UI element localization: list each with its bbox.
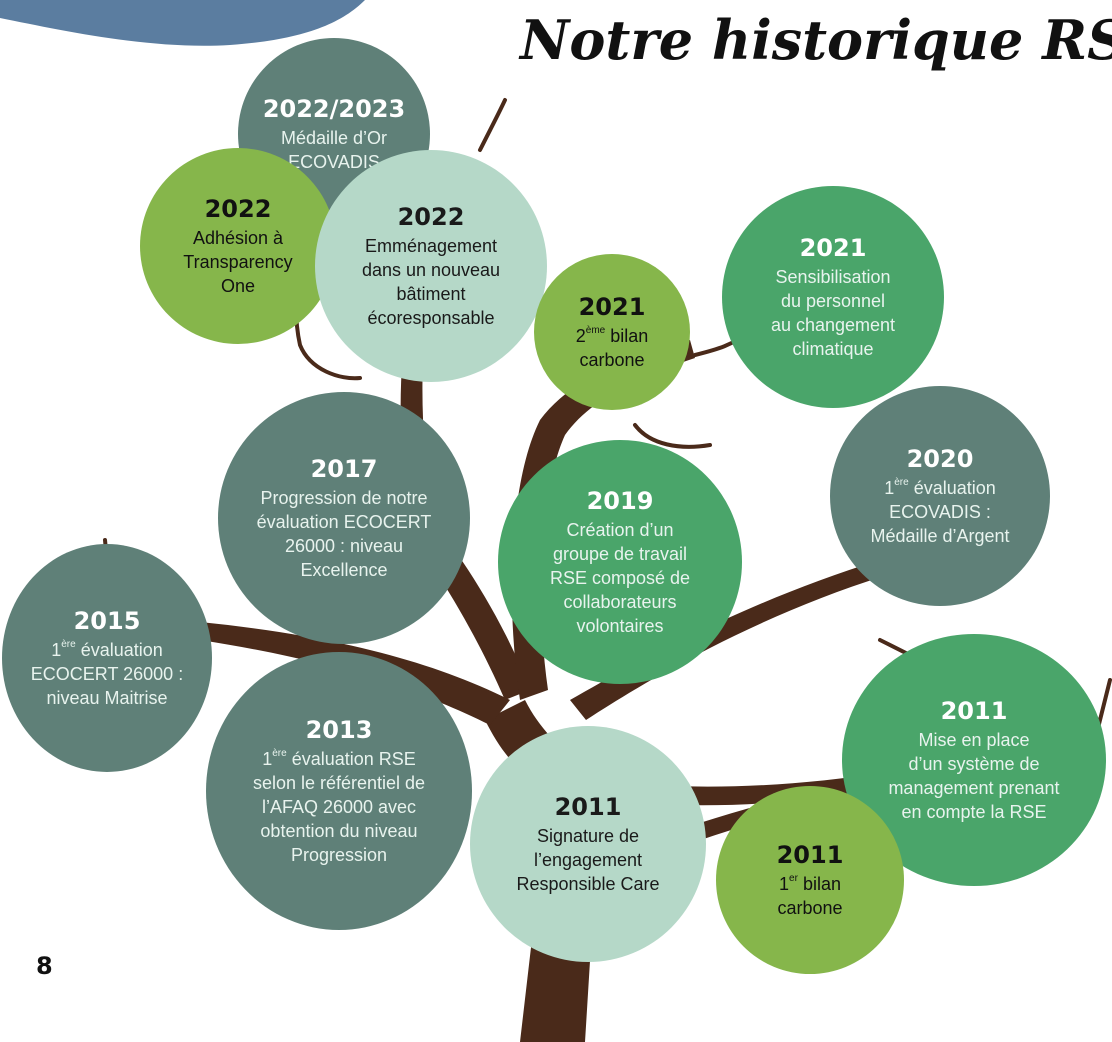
milestone-2021-second-carbon-footprint: 2021 2ème bilan carbone <box>534 254 690 410</box>
milestone-text-line: d’un système de <box>908 754 1040 774</box>
milestone-text-line: One <box>220 276 256 296</box>
ordinal-suffix: ère <box>61 639 76 650</box>
milestone-year: 2020 <box>906 445 974 473</box>
ordinal-number: 1 <box>51 640 62 660</box>
milestone-text-fragment: bilan <box>797 874 841 894</box>
milestone-text-fragment: bilan <box>605 326 649 346</box>
milestone-year: 2021 <box>578 293 646 321</box>
milestone-text-line: du personnel <box>780 291 886 311</box>
milestone-text-line: Création d’un <box>566 520 674 540</box>
milestone-text-line: Progression de notre <box>260 488 428 508</box>
milestone-text-line: Signature de <box>536 826 640 846</box>
milestone-text-line: bâtiment <box>396 284 466 304</box>
milestone-2011-responsible-care: 2011 Signature de l’engagement Responsib… <box>470 726 706 962</box>
ordinal-number: 1 <box>779 874 790 894</box>
tree-twigs <box>103 98 1112 742</box>
milestone-text-line: volontaires <box>576 616 664 636</box>
milestone-text-line: Progression <box>290 845 388 865</box>
milestone-text-line: au changement <box>770 315 896 335</box>
milestone-2017-ecocert-excellence: 2017 Progression de notre évaluation ECO… <box>218 392 470 644</box>
ordinal-suffix: ère <box>272 748 287 759</box>
milestone-text-line: Responsible Care <box>516 874 660 894</box>
milestone-2011-first-carbon-footprint: 2011 1er bilan carbone <box>716 786 904 974</box>
milestone-2022-new-building: 2022 Emménagement dans un nouveau bâtime… <box>315 150 547 382</box>
milestone-2013-afaq-progression: 2013 1ère évaluation RSE selon le référe… <box>206 652 472 930</box>
milestone-text-line: Sensibilisation <box>775 267 891 287</box>
milestone-text-line: Adhésion à <box>192 228 284 248</box>
milestone-text-line: Médaille d’Argent <box>870 526 1010 546</box>
milestone-text-line: l’engagement <box>533 850 643 870</box>
milestone-year: 2021 <box>799 234 867 262</box>
ordinal-suffix: er <box>789 873 798 884</box>
milestone-text-line: Mise en place <box>918 730 1030 750</box>
milestone-year: 2022 <box>204 195 272 223</box>
milestone-text-line: 1ère évaluation RSE <box>262 747 416 771</box>
milestone-2020-ecovadis-silver: 2020 1ère évaluation ECOVADIS : Médaille… <box>830 386 1050 606</box>
milestone-text-line: carbone <box>777 898 843 918</box>
milestone-text-line: carbone <box>579 350 645 370</box>
ordinal-suffix: ème <box>585 325 606 336</box>
milestone-text-line: climatique <box>792 339 874 359</box>
milestone-text-line: groupe de travail <box>552 544 688 564</box>
milestone-text-line: RSE composé de <box>549 568 691 588</box>
milestone-text-line: Transparency <box>183 252 293 272</box>
milestone-text-line: ECOCERT 26000 : <box>30 664 184 684</box>
milestone-text-line: ECOVADIS <box>288 152 380 172</box>
milestone-text-line: selon le référentiel de <box>252 773 426 793</box>
milestone-text-line: en compte la RSE <box>901 802 1047 822</box>
milestone-text-line: écoresponsable <box>367 308 495 328</box>
milestone-year: 2011 <box>776 841 844 869</box>
ordinal-number: 1 <box>884 478 895 498</box>
milestone-year: 2019 <box>586 487 654 515</box>
page-number: 8 <box>36 952 53 980</box>
branch-center-up <box>511 340 695 700</box>
milestone-text-line: 1er bilan <box>779 872 841 896</box>
milestone-text-line: 1ère évaluation <box>884 476 996 500</box>
milestone-year: 2011 <box>554 793 622 821</box>
milestone-year: 2017 <box>310 455 378 483</box>
milestone-2015-ecocert-maitrise: 2015 1ère évaluation ECOCERT 26000 : niv… <box>2 544 212 772</box>
milestone-text-line: niveau Maitrise <box>46 688 168 708</box>
milestone-text-line: l’AFAQ 26000 avec <box>261 797 417 817</box>
milestone-2022-transparency-one: 2022 Adhésion à Transparency One <box>140 148 336 344</box>
milestone-text-line: 1ère évaluation <box>51 638 163 662</box>
milestone-text-line: 26000 : niveau <box>284 536 404 556</box>
milestone-text-line: Excellence <box>300 560 388 580</box>
ordinal-number: 2 <box>575 326 586 346</box>
milestone-text-line: Emménagement <box>364 236 498 256</box>
milestone-year: 2011 <box>940 697 1008 725</box>
milestone-year: 2013 <box>305 716 373 744</box>
milestone-2021-staff-awareness: 2021 Sensibilisation du personnel au cha… <box>722 186 944 408</box>
milestone-text-line: Médaille d’Or <box>280 128 388 148</box>
milestone-year: 2015 <box>73 607 141 635</box>
milestone-year: 2022/2023 <box>262 95 406 123</box>
milestone-text-line: collaborateurs <box>563 592 677 612</box>
milestone-text-line: 2ème bilan <box>576 324 649 348</box>
corner-blob <box>0 0 365 46</box>
milestone-text-line: évaluation ECOCERT <box>256 512 432 532</box>
ordinal-number: 1 <box>262 749 273 769</box>
milestone-text-fragment: évaluation RSE <box>286 749 416 769</box>
milestone-text-line: ECOVADIS : <box>889 502 991 522</box>
milestone-text-line: dans un nouveau <box>361 260 501 280</box>
milestone-text-fragment: évaluation <box>75 640 163 660</box>
milestone-text-line: obtention du niveau <box>260 821 418 841</box>
ordinal-suffix: ère <box>894 477 909 488</box>
milestone-text-line: management prenant <box>888 778 1060 798</box>
milestone-year: 2022 <box>397 203 465 231</box>
milestone-text-fragment: évaluation <box>908 478 996 498</box>
page-title: Notre historique RSE <box>520 8 1112 72</box>
milestone-2019-rse-working-group: 2019 Création d’un groupe de travail RSE… <box>498 440 742 684</box>
